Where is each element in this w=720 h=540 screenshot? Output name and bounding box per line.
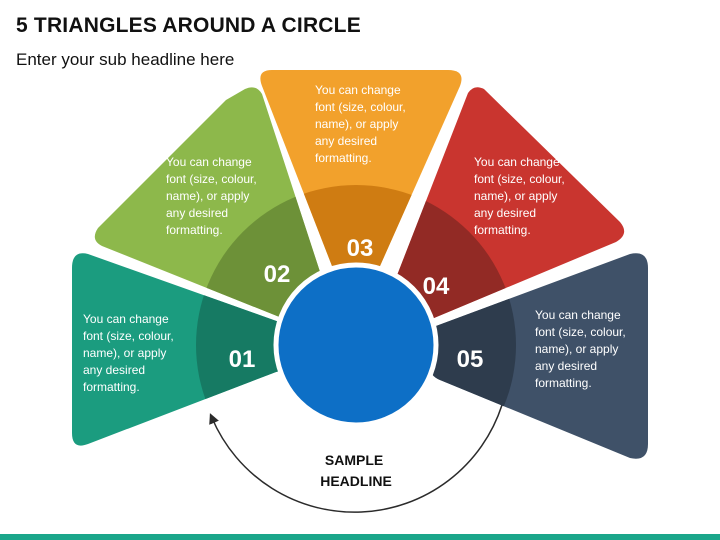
segment-03-number: 03 <box>347 235 374 262</box>
cycle-arrow <box>209 404 503 513</box>
segment-04-number: 04 <box>423 273 450 300</box>
sample-headline: SAMPLE HEADLINE <box>320 452 392 489</box>
footer-bar <box>0 534 720 540</box>
page-title: 5 TRIANGLES AROUND A CIRCLE <box>16 14 361 37</box>
segment-03-shape <box>260 70 462 278</box>
page-subtitle: Enter your sub headline here <box>16 50 235 69</box>
center-circle <box>273 262 439 428</box>
segment-02-number: 02 <box>264 261 291 288</box>
segment-05-number: 05 <box>457 346 484 373</box>
segment-05-shape <box>426 253 648 459</box>
segment-01-number: 01 <box>229 346 256 373</box>
segment-01-shape <box>72 253 292 446</box>
